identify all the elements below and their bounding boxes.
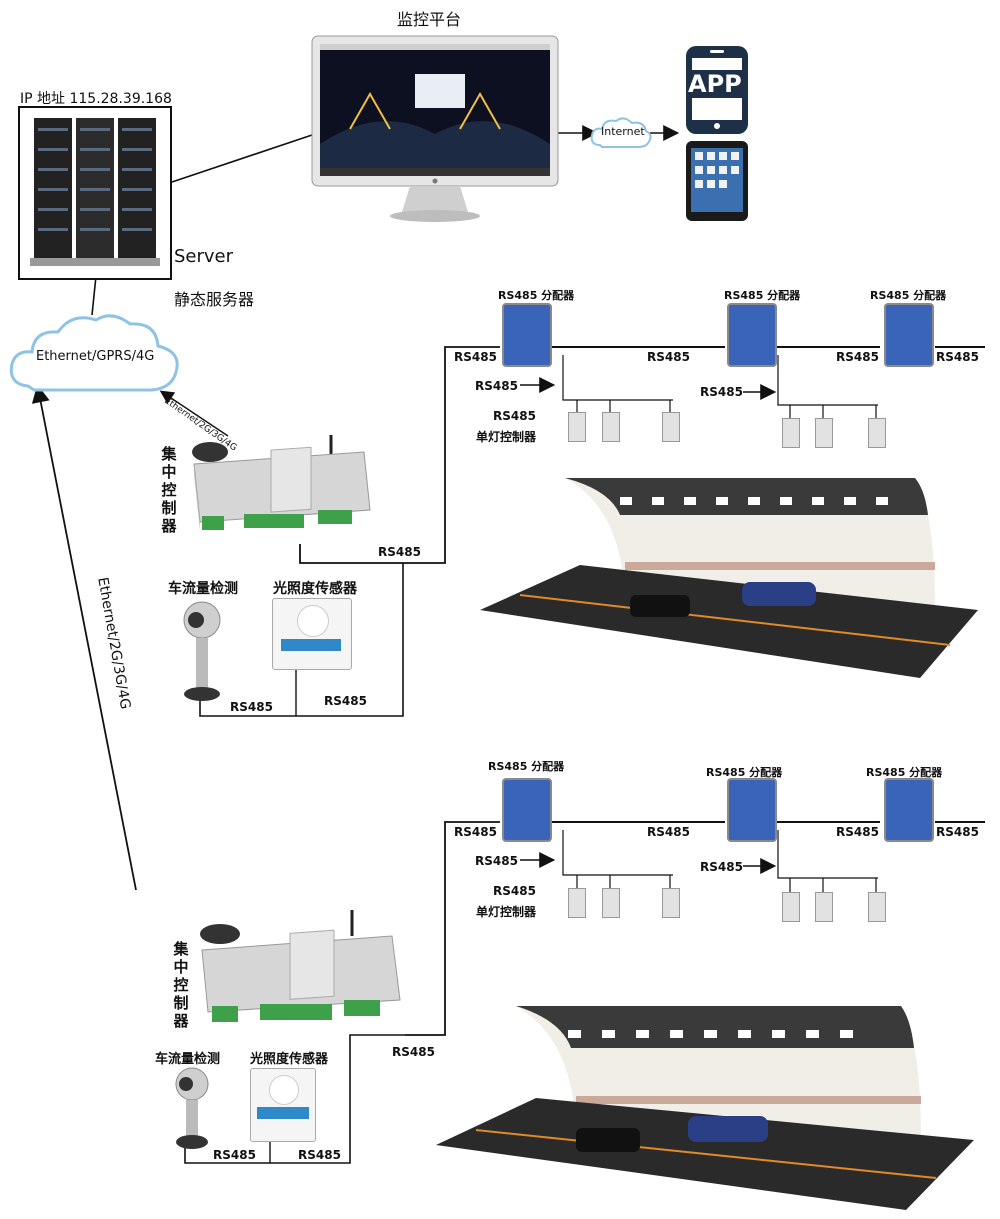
bottom-lamp-ctrl-label-1: RS485 — [493, 884, 536, 898]
top-bus-label-3: RS485 — [836, 350, 879, 364]
bottom-light-label: 光照度传感器 — [250, 1052, 329, 1067]
bottom-sensor-bus-1: RS485 — [213, 1148, 256, 1162]
bottom-lamp-ctrl-2 — [602, 888, 620, 918]
bottom-bus-label-2: RS485 — [647, 825, 690, 839]
bottom-bus-label-4: RS485 — [936, 825, 979, 839]
top-splitter-2 — [727, 303, 777, 367]
top-splitter-2-label: RS485 分配器 — [724, 289, 801, 302]
server-ip: IP 地址 115.28.39.168 — [20, 91, 172, 107]
bottom-lamp-ctrl-1 — [568, 888, 586, 918]
top-lamp-ctrl-label-1: RS485 — [493, 409, 536, 423]
platform-title: 监控平台 — [397, 10, 462, 29]
bottom-controller-label: 集中控制器 — [173, 940, 189, 1030]
top-bus-label-2: RS485 — [647, 350, 690, 364]
server-label: Server — [174, 246, 234, 267]
bottom-splitter-1 — [502, 778, 552, 842]
top-bus-label-4: RS485 — [936, 350, 979, 364]
top-lamp-ctrl-6 — [868, 418, 886, 448]
top-traffic-camera — [178, 598, 222, 704]
top-arrow-label-2: RS485 — [700, 385, 743, 399]
top-sensor-bus-2: RS485 — [324, 694, 367, 708]
top-splitter-1-label: RS485 分配器 — [498, 289, 575, 302]
bottom-traffic-label: 车流量检测 — [155, 1052, 221, 1067]
bottom-tunnel — [436, 1000, 976, 1212]
top-arrow-label-1: RS485 — [475, 379, 518, 393]
top-controller-label: 集中控制器 — [161, 445, 177, 535]
bottom-splitter-1-label: RS485 分配器 — [488, 760, 565, 773]
top-bus-label-1: RS485 — [454, 350, 497, 364]
bottom-controller-bus-label: RS485 — [392, 1045, 435, 1059]
bottom-lamp-ctrl-5 — [815, 892, 833, 922]
bottom-controller — [194, 908, 406, 1033]
bottom-splitter-2 — [727, 778, 777, 842]
top-lamp-ctrl-5 — [815, 418, 833, 448]
bottom-lamp-ctrl-4 — [782, 892, 800, 922]
bottom-light-sensor — [250, 1068, 316, 1142]
bottom-splitter-2-label: RS485 分配器 — [706, 766, 783, 779]
server-label-cn: 静态服务器 — [174, 290, 255, 309]
top-lamp-ctrl-label-2: 单灯控制器 — [476, 430, 537, 444]
monitor — [310, 34, 560, 224]
bottom-bus-label-1: RS485 — [454, 825, 497, 839]
top-tunnel — [480, 470, 980, 685]
top-splitter-3 — [884, 303, 934, 367]
top-lamp-ctrl-3 — [662, 412, 680, 442]
bottom-lamp-ctrl-6 — [868, 892, 886, 922]
top-controller-bus-label: RS485 — [378, 545, 421, 559]
top-light-sensor — [272, 598, 352, 670]
top-sensor-bus-1: RS485 — [230, 700, 273, 714]
top-controller — [186, 430, 376, 545]
tablet-icon — [685, 140, 749, 222]
bottom-bus-label-3: RS485 — [836, 825, 879, 839]
bottom-sensor-bus-2: RS485 — [298, 1148, 341, 1162]
top-splitter-1 — [502, 303, 552, 367]
top-splitter-3-label: RS485 分配器 — [870, 289, 947, 302]
bottom-arrow-label-2: RS485 — [700, 860, 743, 874]
app-label: APP — [686, 70, 744, 98]
bottom-arrow-label-1: RS485 — [475, 854, 518, 868]
internet-label: Internet — [601, 125, 645, 138]
bottom-splitter-3-label: RS485 分配器 — [866, 766, 943, 779]
top-light-label: 光照度传感器 — [273, 581, 357, 597]
top-lamp-ctrl-1 — [568, 412, 586, 442]
bottom-lamp-ctrl-3 — [662, 888, 680, 918]
bottom-splitter-3 — [884, 778, 934, 842]
top-lamp-ctrl-4 — [782, 418, 800, 448]
top-lamp-ctrl-2 — [602, 412, 620, 442]
bottom-traffic-camera — [170, 1066, 212, 1152]
bottom-lamp-ctrl-label-2: 单灯控制器 — [476, 905, 537, 919]
top-traffic-label: 车流量检测 — [168, 581, 238, 597]
internet-cloud — [588, 113, 654, 153]
server-rack — [18, 106, 172, 280]
network-cloud — [6, 306, 186, 406]
cloud-label: Ethernet/GPRS/4G — [36, 349, 155, 364]
